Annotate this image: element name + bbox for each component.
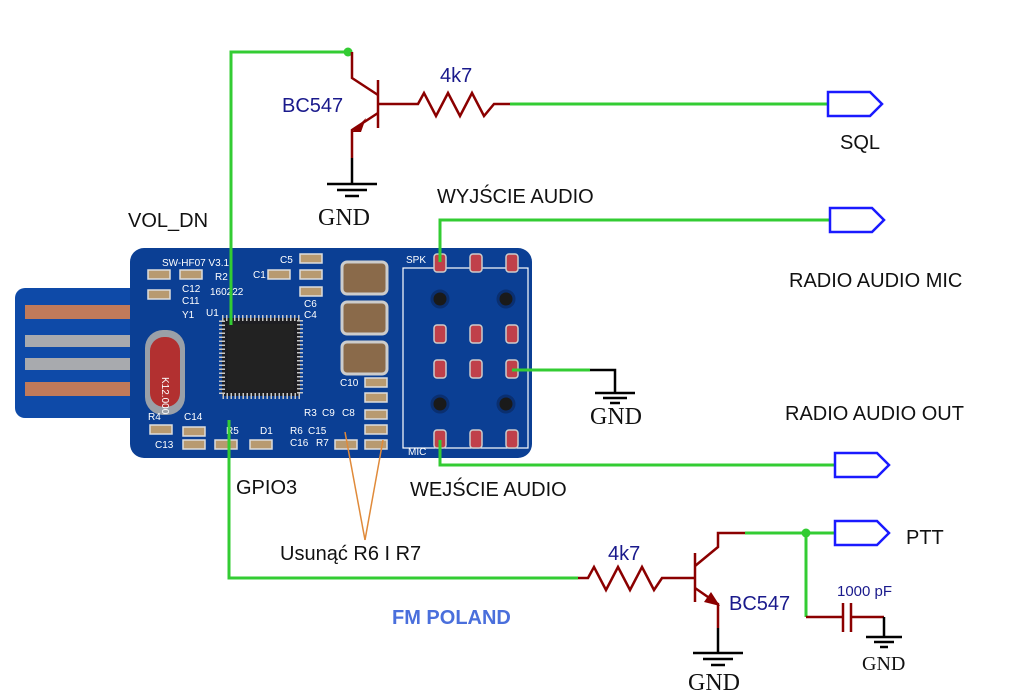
wire-audio-out: [438, 218, 830, 262]
vol-dn-label: VOL_DN: [128, 210, 208, 232]
radio-audio-out-label: RADIO AUDIO OUT: [785, 403, 964, 425]
wire-audio-in: [438, 440, 835, 467]
ground-icon: [595, 391, 635, 405]
silk-c15: C15: [308, 426, 327, 437]
silk-r3: R3: [304, 408, 317, 419]
r1-label: 4k7: [440, 65, 472, 87]
ground-icon: [327, 182, 377, 198]
silk-c1: C1: [253, 270, 266, 281]
radio-mic-connector[interactable]: [828, 206, 886, 234]
q2-collector: [694, 531, 745, 567]
credit-label: FM POLAND: [392, 607, 511, 629]
gpio3-label: GPIO3: [236, 477, 297, 499]
wejscie-audio-label: WEJŚCIE AUDIO: [410, 477, 567, 501]
usb-sound-card-photo: SW-HF07 V3.1 160222 K12.000 R2 C1 C5 C12…: [15, 248, 532, 458]
silk-spk: SPK: [406, 255, 426, 266]
silk-c12: C12: [182, 284, 201, 295]
r2-resistor: [578, 564, 695, 593]
silk-c16: C16: [290, 438, 309, 449]
q2-emitter: [694, 586, 720, 628]
gnd-label: GND: [318, 205, 370, 231]
gnd-lead: [590, 368, 617, 392]
silk-c13: C13: [155, 440, 174, 451]
sql-connector[interactable]: [826, 90, 884, 118]
silk-c11: C11: [182, 296, 200, 307]
ptt-label: PTT: [906, 527, 944, 549]
radio-out-connector[interactable]: [833, 451, 891, 479]
radio-audio-mic-label: RADIO AUDIO MIC: [789, 270, 962, 292]
wyjscie-audio-label: WYJŚCIE AUDIO: [437, 184, 594, 208]
silk-c6: C6: [304, 299, 317, 310]
silk-r2: R2: [215, 272, 228, 283]
silk-r7: R7: [316, 438, 329, 449]
silk-mic: MIC: [408, 447, 426, 458]
r1-resistor: [378, 90, 510, 119]
ground-icon: [693, 651, 743, 667]
sql-circuit: GND BC547 4k7 SQL: [229, 47, 884, 325]
silk-r5: R5: [226, 426, 239, 437]
gnd-label: GND: [688, 670, 740, 696]
silk-c10: C10: [340, 378, 359, 389]
c1-label: 1000 pF: [837, 583, 892, 600]
silk-y1: Y1: [182, 310, 195, 321]
q1-label: BC547: [282, 95, 343, 117]
pcb-model: SW-HF07 V3.1: [162, 258, 229, 269]
note-label: Usunąć R6 I R7: [280, 543, 421, 565]
silk-c5: C5: [280, 255, 293, 266]
crystal-label: K12.000: [159, 377, 170, 415]
note-pointer: [344, 431, 384, 541]
silk-u1: U1: [206, 308, 219, 319]
silk-c9: C9: [322, 408, 335, 419]
junction-dot: [343, 47, 353, 57]
ptt-circuit: GND PTT BC547 4k7 GND 1000 pF: [227, 420, 944, 696]
gnd-label: GND: [862, 653, 905, 675]
ground-icon: [866, 635, 902, 649]
q1-emitter: [350, 111, 379, 158]
r2-label: 4k7: [608, 543, 640, 565]
q1-emitter-arrow: [352, 118, 366, 132]
wire-vol-dn: [229, 50, 348, 325]
q2-emitter-arrow: [704, 592, 720, 606]
gnd-label: GND: [590, 404, 642, 430]
q1-collector: [350, 52, 379, 97]
silk-c4: C4: [304, 310, 317, 321]
ptt-connector[interactable]: [833, 519, 891, 547]
silk-r6: R6: [290, 426, 303, 437]
pcb-date: 160222: [210, 287, 244, 298]
sql-label: SQL: [840, 132, 880, 154]
silk-d1: D1: [260, 426, 273, 437]
silk-c8: C8: [342, 408, 355, 419]
silk-r4: R4: [148, 412, 161, 423]
silk-c14: C14: [184, 412, 203, 423]
q2-label: BC547: [729, 593, 790, 615]
wire-gpio3: [227, 420, 578, 580]
